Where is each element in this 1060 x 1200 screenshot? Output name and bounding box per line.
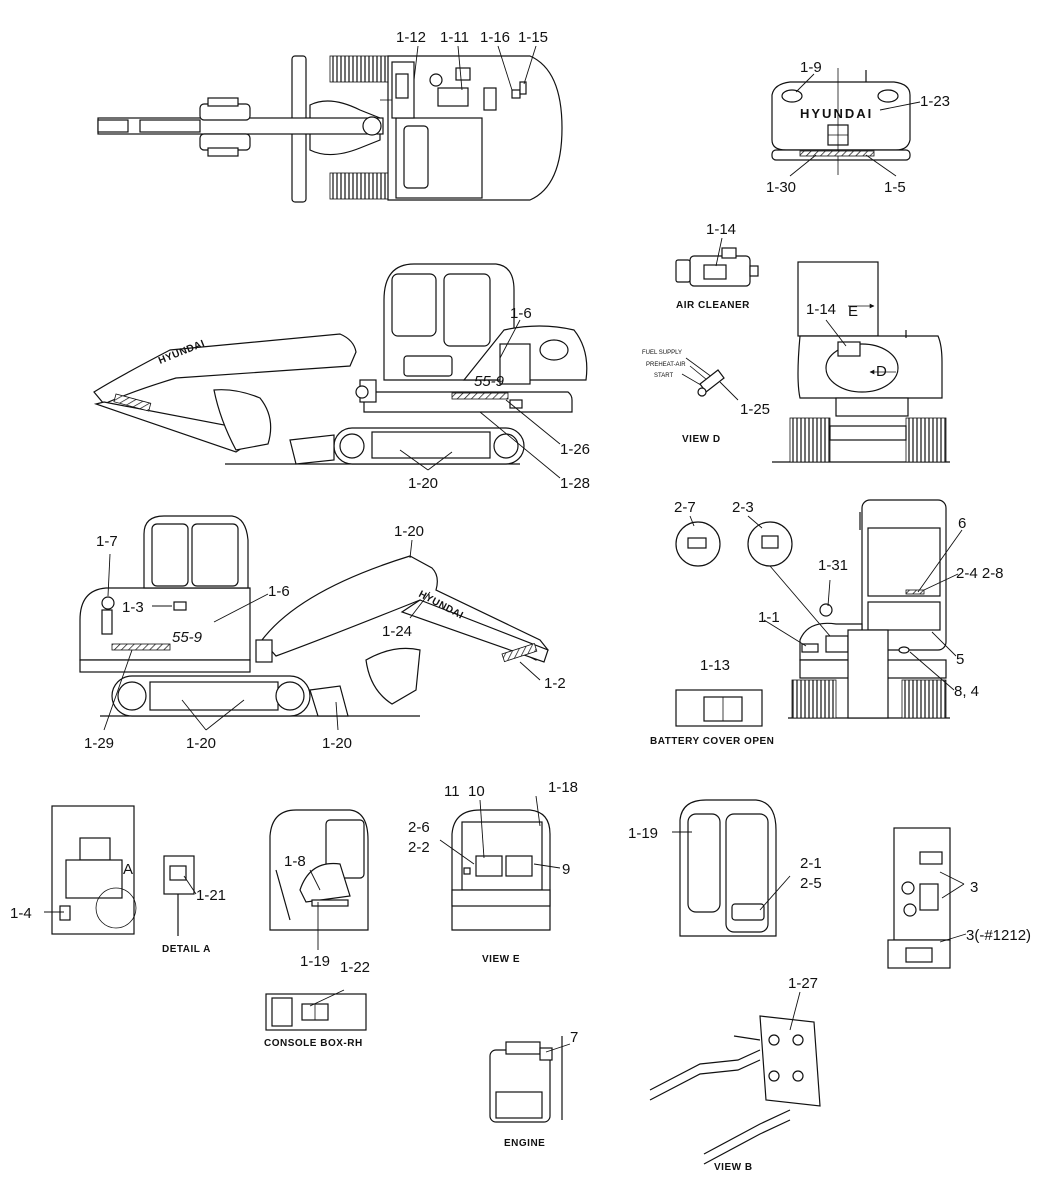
cab-side-drawing bbox=[269, 809, 369, 931]
side-panel-drawing bbox=[887, 827, 951, 969]
label-start: START bbox=[654, 373, 673, 379]
caption-console-box-rh: CONSOLE BOX-RH bbox=[264, 1038, 363, 1049]
callout-1-18: 1-18 bbox=[548, 779, 578, 796]
callout-2-6: 2-6 bbox=[408, 819, 430, 836]
callout-1-28: 1-28 bbox=[560, 475, 590, 492]
callout-1-22: 1-22 bbox=[340, 959, 370, 976]
caption-view-e: VIEW E bbox=[482, 954, 520, 965]
right-side-view-drawing: 55-9 HYUNDAI bbox=[93, 263, 588, 465]
callout-1-8: 1-8 bbox=[284, 853, 306, 870]
callout-1-11: 1-11 bbox=[440, 29, 469, 46]
view-marker-d: D bbox=[876, 363, 887, 380]
callout-6: 6 bbox=[958, 515, 966, 532]
captions: AIR CLEANER VIEW D BATTERY COVER OPEN DE… bbox=[123, 300, 887, 1173]
view-b-drawing bbox=[649, 1015, 821, 1165]
rear-view-drawing bbox=[772, 261, 950, 463]
left-side-view-drawing: 55-9 HYUNDAI bbox=[79, 515, 549, 717]
battery-cover-drawing bbox=[675, 689, 763, 727]
caption-view-d: VIEW D bbox=[682, 434, 721, 445]
seat-detail-drawing bbox=[51, 805, 195, 936]
callout-1-15: 1-15 bbox=[518, 29, 548, 46]
callout-1-4: 1-4 bbox=[10, 905, 32, 922]
callout-1-24: 1-24 bbox=[382, 623, 412, 640]
callout-2-4-2-8: 2-4 2-8 bbox=[956, 565, 1004, 582]
callout-1-20-boom: 1-20 bbox=[394, 523, 424, 540]
callout-7: 7 bbox=[570, 1029, 578, 1046]
view-marker-a: A bbox=[123, 861, 133, 878]
console-box-drawing bbox=[265, 993, 367, 1031]
label-fuel-supply: FUEL SUPPLY bbox=[642, 350, 682, 356]
air-cleaner-drawing bbox=[675, 247, 759, 287]
callout-1-19-cab: 1-19 bbox=[300, 953, 330, 970]
label-preheat-air: PREHEAT-AIR bbox=[646, 362, 686, 368]
callout-2-5: 2-5 bbox=[800, 875, 822, 892]
callout-1-27: 1-27 bbox=[788, 975, 818, 992]
callout-1-20-blade: 1-20 bbox=[322, 735, 352, 752]
callout-2-1: 2-1 bbox=[800, 855, 822, 872]
engine-drawing bbox=[489, 1036, 563, 1123]
callout-1-30: 1-30 bbox=[766, 179, 796, 196]
callout-3: 3 bbox=[970, 879, 978, 896]
caption-engine: ENGINE bbox=[504, 1138, 545, 1149]
callout-3-1212: 3(-#1212) bbox=[966, 927, 1031, 944]
caption-detail-a: DETAIL A bbox=[162, 944, 211, 955]
leader-lines bbox=[44, 45, 967, 1053]
callout-1-6-left: 1-6 bbox=[268, 583, 290, 600]
caption-view-b: VIEW B bbox=[714, 1162, 753, 1173]
callout-1-1: 1-1 bbox=[758, 609, 780, 626]
callout-1-29: 1-29 bbox=[84, 735, 114, 752]
callout-1-5: 1-5 bbox=[884, 179, 906, 196]
callout-1-13: 1-13 bbox=[700, 657, 730, 674]
callout-5: 5 bbox=[956, 651, 964, 668]
callout-9: 9 bbox=[562, 861, 570, 878]
caption-battery-cover-open: BATTERY COVER OPEN bbox=[650, 736, 774, 747]
callout-10: 10 bbox=[468, 783, 485, 800]
key-switch-drawing bbox=[681, 357, 725, 397]
callout-1-26: 1-26 bbox=[560, 441, 590, 458]
hood-brand-text: HYUNDAI bbox=[800, 106, 873, 121]
callout-1-14-rear: 1-14 bbox=[806, 301, 836, 318]
callout-1-9: 1-9 bbox=[800, 59, 822, 76]
door-drawing bbox=[679, 799, 777, 937]
callout-1-31: 1-31 bbox=[818, 557, 848, 574]
callout-8-4: 8, 4 bbox=[954, 683, 979, 700]
callout-1-20-side: 1-20 bbox=[408, 475, 438, 492]
side-model-text: 55-9 bbox=[474, 373, 505, 390]
callout-2-3: 2-3 bbox=[732, 499, 754, 516]
callout-1-6-side: 1-6 bbox=[510, 305, 532, 322]
rear-cab-view-drawing bbox=[788, 499, 950, 719]
caption-air-cleaner: AIR CLEANER bbox=[676, 300, 750, 311]
callout-2-2: 2-2 bbox=[408, 839, 430, 856]
callout-labels: 1-12 1-11 1-16 1-15 1-9 1-23 1-30 1-5 1-… bbox=[10, 29, 1031, 1046]
callout-1-16: 1-16 bbox=[480, 29, 510, 46]
callout-2-7: 2-7 bbox=[674, 499, 696, 516]
hood-view-drawing: HYUNDAI bbox=[771, 68, 911, 175]
callout-1-25: 1-25 bbox=[740, 401, 770, 418]
callout-1-3: 1-3 bbox=[122, 599, 144, 616]
callout-11: 11 bbox=[444, 783, 460, 800]
top-view-drawing bbox=[97, 55, 563, 203]
callout-1-7: 1-7 bbox=[96, 533, 118, 550]
callout-1-19-door: 1-19 bbox=[628, 825, 658, 842]
callout-1-14-air: 1-14 bbox=[706, 221, 736, 238]
view-e-drawing bbox=[451, 809, 551, 931]
callout-1-23: 1-23 bbox=[920, 93, 950, 110]
callout-1-2: 1-2 bbox=[544, 675, 566, 692]
callout-1-12: 1-12 bbox=[396, 29, 426, 46]
callout-1-20-track: 1-20 bbox=[186, 735, 216, 752]
left-model-text: 55-9 bbox=[172, 629, 203, 646]
callout-1-21: 1-21 bbox=[196, 887, 226, 904]
detail-circles bbox=[675, 521, 793, 567]
view-marker-e: E bbox=[848, 303, 858, 320]
